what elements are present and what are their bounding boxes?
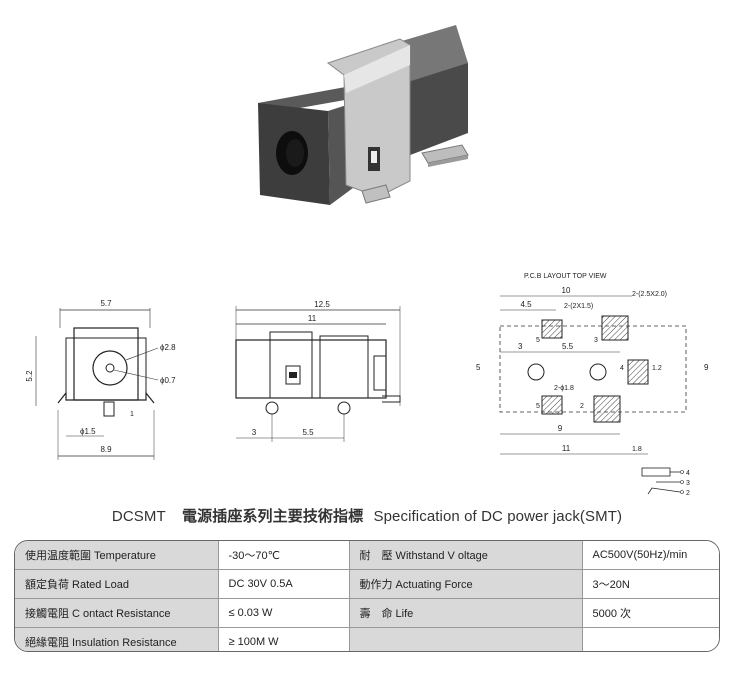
pin2-label: 2 [580,403,584,410]
pin3-label: 3 [594,337,598,344]
pad-large-label: 2-(2.5X2.0) [632,291,667,298]
spec-title: DCSMT 電源插座系列主要技術指標 Specification of DC p… [0,505,734,526]
spec-label: 使用温度範圍 Temperature [15,541,219,570]
spec-value: AC500V(50Hz)/min [582,541,719,570]
pcb-layout-title: P.C.B LAYOUT TOP VIEW [524,273,607,280]
product-photo [258,25,469,205]
spec-label: 耐 壓 Withstand V oltage [349,541,583,570]
dim-side-total: 12.5 [314,300,330,309]
spec-value: 3～20N [582,569,719,599]
dim-pcb-10: 10 [562,286,571,295]
table-row: 額定負荷 Rated Load DC 30V 0.5A 動作力 Actuatin… [15,569,719,599]
pad-small-label: 2-(2X1.5) [564,303,593,310]
spec-label [349,627,583,651]
schematic-pin2: 2 [686,490,690,496]
spec-label: 絕緣電阻 Insulation Resistance [15,627,219,651]
dim-pcb-45: 4.5 [520,300,532,309]
spec-label: 壽 命 Life [349,598,583,628]
dim-pcb-12: 1.2 [652,365,662,372]
dim-front-width-top: 5.7 [100,299,112,308]
pin5b-label: 5 [536,403,540,410]
front-terminal [361,184,391,204]
dim-front-small: 1 [130,411,134,418]
table-row: 絕緣電阻 Insulation Resistance ≥ 100M W [15,627,719,651]
spec-title-code: DCSMT [111,508,166,525]
dim-front-d3: ϕ1.5 [80,427,96,436]
dim-pcb-55: 5.5 [562,342,574,351]
pin4-label: 4 [620,365,624,372]
dim-pcb-11: 11 [562,444,571,453]
dim-front-width-bottom: 8.9 [100,445,112,454]
spec-label: 額定負荷 Rated Load [15,569,219,599]
dim-front-height: 5.2 [25,370,34,382]
spec-title-en: Specification of DC power jack(SMT) [373,508,623,525]
spec-value: -30～70℃ [218,541,350,570]
dim-pcb-5: 5 [476,363,481,372]
dim-side-3: 3 [252,428,257,437]
side-view-drawing: 12.5 11 3 5.5 [235,300,401,442]
dim-pcb-3: 3 [518,342,523,351]
jack-schematic: 4 3 2 [641,467,690,496]
dim-pcb-18: 1.8 [632,446,642,453]
spec-label: 接觸電阻 C ontact Resistance [15,598,219,628]
spec-value: ≤ 0.03 W [218,598,350,628]
dim-pcb-9-right: 9 [704,363,709,372]
spec-value: ≥ 100M W [218,627,350,651]
spec-title-cn: 電源插座系列主要技術指標 [182,507,364,525]
dim-side-55: 5.5 [302,428,314,437]
spec-value [582,627,719,651]
spec-value: 5000 次 [582,598,719,628]
front-view-drawing: 5.7 5.2 ϕ2.8 ϕ0.7 1 ϕ1.5 8.9 [25,299,176,460]
pcb-layout-drawing: P.C.B LAYOUT TOP VIEW 10 4.5 2-(2X1.5) 2… [476,273,709,496]
schematic-pin4: 4 [686,470,690,477]
spec-label: 動作力 Actuating Force [349,569,583,599]
spec-value: DC 30V 0.5A [218,569,350,599]
hole-label: 2-ϕ1.8 [554,385,574,392]
table-row: 接觸電阻 C ontact Resistance ≤ 0.03 W 壽 命 Li… [15,598,719,628]
table-row: 使用温度範圍 Temperature -30～70℃ 耐 壓 Withstand… [15,541,719,570]
schematic-pin3: 3 [686,480,690,487]
spec-table: 使用温度範圍 Temperature -30～70℃ 耐 壓 Withstand… [14,540,720,652]
rear-terminal-right [421,144,469,167]
pin5-label: 5 [536,337,540,344]
dim-front-d2: ϕ0.7 [160,376,176,385]
dim-side-body: 11 [308,314,317,323]
dim-front-d1: ϕ2.8 [160,343,176,352]
dim-pcb-9-bottom: 9 [558,424,563,433]
